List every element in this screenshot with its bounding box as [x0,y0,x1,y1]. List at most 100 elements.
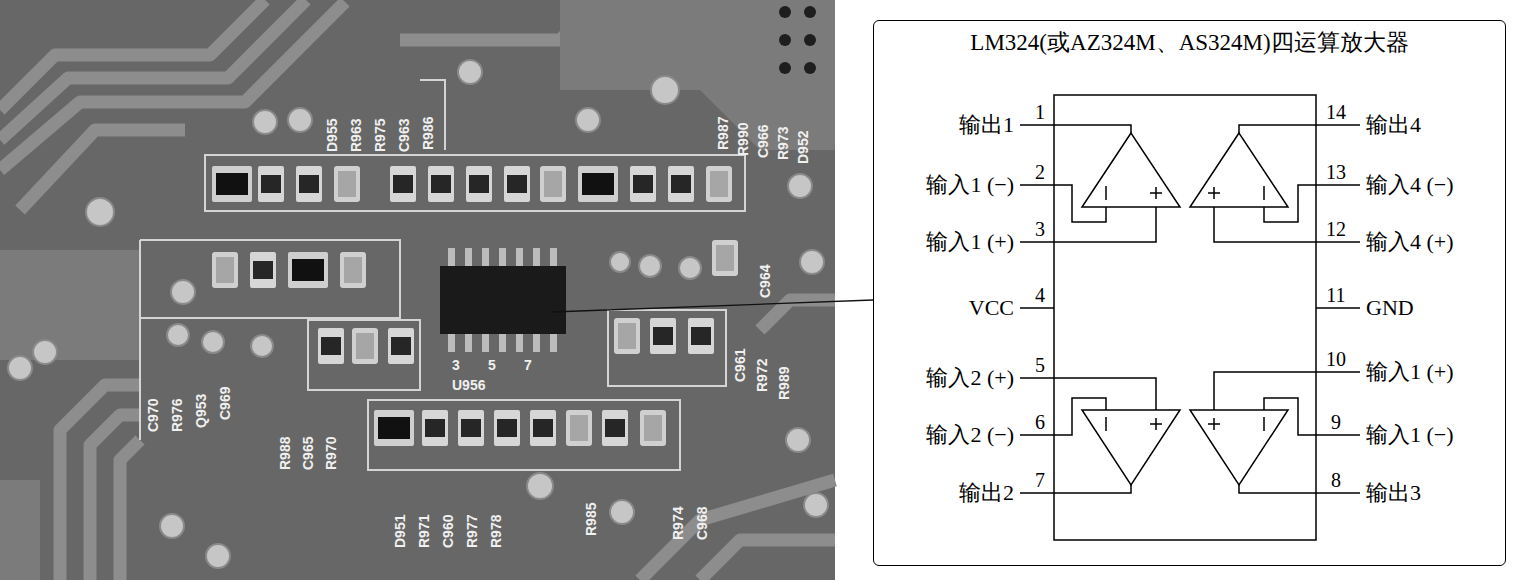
silkscreen-label: Q953 [194,394,209,428]
pin-number: 2 [1035,161,1045,183]
solder-pad [458,60,482,84]
ic-chip [465,332,472,352]
pin-number: 10 [1326,348,1346,370]
solder-pad [288,108,312,132]
hole-grid [779,6,816,74]
pin-name: 输出2 [959,481,1014,505]
solder-pad [202,331,224,353]
pin-wire [1020,307,1054,309]
copper-trace [0,2,345,170]
silkscreen-label: C964 [758,265,773,298]
silkscreen-outline [140,240,400,318]
copper-trace [640,480,835,580]
smd-component [212,166,252,202]
pin-wire [1264,185,1360,222]
smd-component [602,410,628,446]
solder-pad [171,280,195,304]
ground-plane [0,250,140,360]
polarity-sign [1106,186,1264,431]
pin-number: 6 [1035,411,1045,433]
smd-component [422,410,448,446]
silkscreen-label: D952 [796,131,811,164]
pin-name: 输入1 (−) [1366,423,1454,447]
silkscreen-label: C970 [146,399,161,432]
opamp-symbol [1082,133,1180,207]
polarity-sign [1150,418,1162,430]
smd-component [250,252,276,288]
pin-number: 1 [1035,101,1045,123]
pin-number: 14 [1326,101,1346,123]
hole-grid [804,62,816,74]
hole-grid [779,6,791,18]
solder-pad [651,76,679,104]
polarity-sign [1263,186,1265,200]
silkscreen-outline [140,80,745,470]
pin-number: 9 [1331,411,1341,433]
ic-chip [440,248,566,352]
ground-plane [560,0,835,150]
solder-pad [786,428,810,452]
ic-chip [550,248,557,268]
hole-grid [779,62,791,74]
silkscreen-label: C969 [218,387,233,420]
smd-component [668,166,694,202]
solder-pad [576,108,600,132]
pin-name: 输出1 [959,113,1014,137]
smd-component [428,166,454,202]
smd-component [466,166,492,202]
silkscreen-label: C961 [733,349,748,382]
smd-component [494,410,520,446]
pin-number: 5 [1035,354,1045,376]
smd-component [530,410,556,446]
silkscreen-label: C960 [441,515,456,548]
copper-trace [0,0,265,110]
solder-pad [33,340,57,364]
smd-component [352,328,378,364]
smd-component [296,166,322,202]
hole-grid [804,6,816,18]
polarity-sign [1150,187,1162,199]
solder-pad [167,324,189,346]
ic-chip [482,248,489,268]
pin-name: 输入1 (−) [926,173,1014,197]
silkscreen-outline [205,155,745,211]
pin-wire [1020,398,1106,435]
pin-wire [1264,398,1360,435]
pin-number: 3 [1035,218,1045,240]
silkscreen-label: D951 [393,515,408,548]
smd-component [706,166,732,202]
ic-chip [516,332,523,352]
pcb-photo [0,0,835,580]
smd-component [540,166,566,202]
copper-trace [760,300,835,330]
solder-pad [253,110,277,134]
opamp-symbol [1082,410,1180,485]
solder-pad [800,250,824,274]
silkscreen-label: 7 [524,358,532,373]
silkscreen-label: R977 [465,515,480,548]
ic-chip [465,248,472,268]
copper-trace [120,440,140,580]
ic-chip [533,332,540,352]
chip-schematic [1020,95,1360,540]
pin-number: 13 [1326,161,1346,183]
hole-grid [804,34,816,46]
pin-wire [1316,307,1360,309]
copper-trace [0,0,835,580]
silkscreen-label: R990 [736,123,751,156]
smd-component [258,166,284,202]
smd-component [578,166,618,202]
smd-component [504,166,530,202]
pin-name: GND [1366,296,1414,320]
polarity-sign [1105,417,1107,431]
solder-pad [804,493,828,517]
silkscreen-label: R978 [489,515,504,548]
box-title: LM324(或AZ324M、AS324M)四运算放大器 [874,29,1505,57]
solder-pad [251,335,273,357]
pin-wire [1239,485,1360,493]
ic-chip [550,332,557,352]
silkscreen-label: R970 [324,437,339,470]
silkscreen-label: C963 [397,119,412,152]
solder-pad [86,198,114,226]
